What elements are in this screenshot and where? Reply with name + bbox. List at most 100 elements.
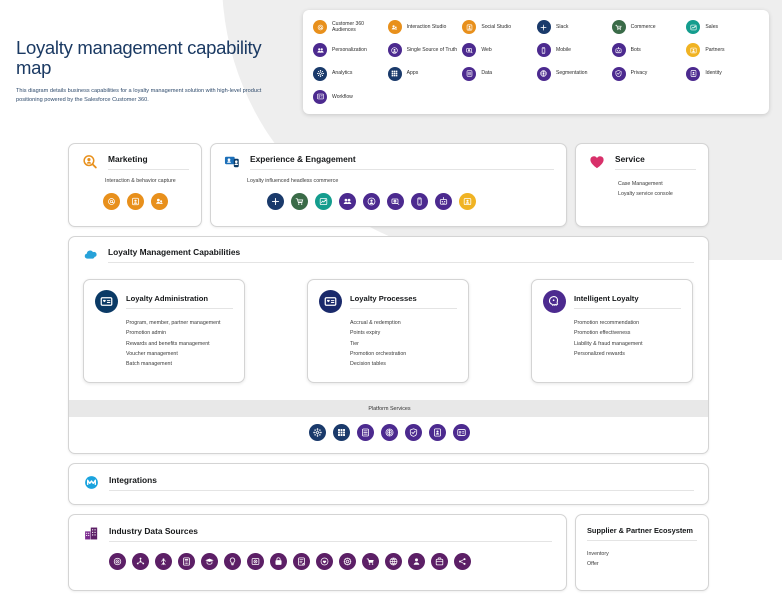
- legend-item-label: Personalization: [332, 47, 367, 54]
- service-title: Service: [615, 154, 696, 170]
- industry-header: Industry Data Sources: [69, 515, 566, 542]
- legend-item-label: Segmentation: [555, 70, 588, 77]
- integrations-card[interactable]: Integrations: [68, 463, 709, 505]
- capability-list-item: Program, member, partner management: [126, 320, 221, 326]
- legend-item-13[interactable]: Apps: [387, 66, 461, 82]
- legend-item-1[interactable]: Interaction Studio: [387, 19, 461, 35]
- legend-item-17[interactable]: Identity: [686, 66, 759, 82]
- cloud-icon: [83, 247, 99, 263]
- analytics-icon: [309, 424, 326, 441]
- form-icon: [293, 553, 310, 570]
- legend-item-label: Partners: [705, 47, 725, 54]
- capability-list-item: Personalized rewards: [574, 350, 625, 357]
- capability-list-item: Accrual & redemption: [350, 320, 401, 326]
- bulb-icon: [224, 553, 241, 570]
- legend-item-label: Identity: [705, 70, 722, 77]
- single-source-truth-icon: [363, 193, 380, 210]
- sales-icon: [315, 193, 332, 210]
- bots-icon: [435, 193, 452, 210]
- capability-list-item: Decision tables: [350, 361, 386, 368]
- marketing-card-header: Marketing: [69, 144, 201, 171]
- supplier-item: Inventory: [587, 551, 609, 557]
- platform-services-bar: Platform Services: [69, 400, 708, 417]
- industry-data-sources-card[interactable]: Industry Data Sources: [68, 514, 567, 591]
- legend-item-18[interactable]: Workflow: [313, 89, 386, 105]
- legend-item-16[interactable]: Privacy: [611, 66, 685, 82]
- mulesoft-icon: [83, 474, 100, 491]
- interaction-studio-icon: [387, 20, 402, 35]
- calculator-icon: [178, 553, 195, 570]
- legend-item-6[interactable]: Personalization: [313, 42, 386, 58]
- camera-icon: [247, 553, 264, 570]
- sales-icon: [686, 20, 701, 35]
- legend-item-label: Workflow: [332, 93, 353, 100]
- experience-engagement-card[interactable]: Experience & Engagement Loyalty influenc…: [210, 143, 567, 227]
- share-icon: [454, 553, 471, 570]
- legend-item-15[interactable]: Segmentation: [536, 66, 610, 82]
- capability-list-item: Voucher management: [126, 350, 178, 357]
- record-icon: [109, 553, 126, 570]
- legend-item-5[interactable]: Sales: [686, 19, 759, 35]
- marketing-note: Interaction & behavior capture: [105, 178, 176, 184]
- legend-item-10[interactable]: Bots: [611, 42, 685, 58]
- customer360-audiences-icon: [313, 20, 327, 35]
- partners-icon: [686, 43, 701, 58]
- capability-card-header: Loyalty Processes: [308, 280, 468, 313]
- legend-item-11[interactable]: Partners: [686, 42, 759, 58]
- marketing-title: Marketing: [108, 154, 189, 170]
- education-icon: [201, 553, 218, 570]
- loyalty-capabilities-section: Loyalty Management Capabilities Loyalty …: [68, 236, 709, 454]
- legend-item-9[interactable]: Mobile: [536, 42, 610, 58]
- bag-icon: [270, 553, 287, 570]
- service-heart-icon: [588, 153, 606, 171]
- workflow-icon: [453, 424, 470, 441]
- social-studio-icon: [127, 193, 144, 210]
- experience-note: Loyalty influenced headless commerce: [247, 178, 339, 184]
- single-source-truth-icon: [387, 43, 402, 58]
- capabilities-header: Loyalty Management Capabilities: [69, 237, 708, 263]
- network-icon: [132, 553, 149, 570]
- web-icon: [462, 43, 477, 58]
- commerce-icon: [291, 193, 308, 210]
- capabilities-title: Loyalty Management Capabilities: [108, 247, 694, 263]
- page-title: Loyalty management capability map: [16, 37, 262, 79]
- legend-item-label: Sales: [705, 23, 719, 30]
- title-area: Loyalty management capability map This d…: [16, 37, 286, 106]
- legend-item-7[interactable]: Single Source of Truth: [387, 42, 461, 58]
- loyalty-processes-card-icon: [319, 290, 342, 313]
- legend-item-12[interactable]: Analytics: [313, 66, 386, 82]
- legend-item-4[interactable]: Commerce: [611, 19, 685, 35]
- capability-list-item: Promotion orchestration: [350, 350, 407, 357]
- marketing-card[interactable]: Marketing Interaction & behavior capture: [68, 143, 202, 227]
- integrations-header: Integrations: [69, 464, 708, 491]
- slack-icon: [536, 20, 551, 35]
- experience-title: Experience & Engagement: [250, 154, 554, 170]
- person-icon: [408, 553, 425, 570]
- legend-item-0[interactable]: Customer 360 Audiences: [313, 19, 386, 35]
- cart-icon: [362, 553, 379, 570]
- legend-item-3[interactable]: Slack: [536, 19, 610, 35]
- identity-icon: [429, 424, 446, 441]
- supplier-header: Supplier & Partner Ecosystem: [576, 515, 708, 541]
- capability-list-item: Promotion recommendation: [574, 320, 640, 326]
- settings-icon: [339, 553, 356, 570]
- analytics-icon: [313, 66, 327, 81]
- legend-item-14[interactable]: Data: [462, 66, 535, 82]
- legend-item-2[interactable]: Social Studio: [462, 19, 535, 35]
- legend-item-8[interactable]: Web: [462, 42, 535, 58]
- capability-card-header: Loyalty Administration: [84, 280, 244, 313]
- capability-list-item: Promotion effectiveness: [574, 330, 631, 337]
- industry-icon-row: [69, 542, 566, 570]
- capability-list-item: Batch management: [126, 361, 172, 368]
